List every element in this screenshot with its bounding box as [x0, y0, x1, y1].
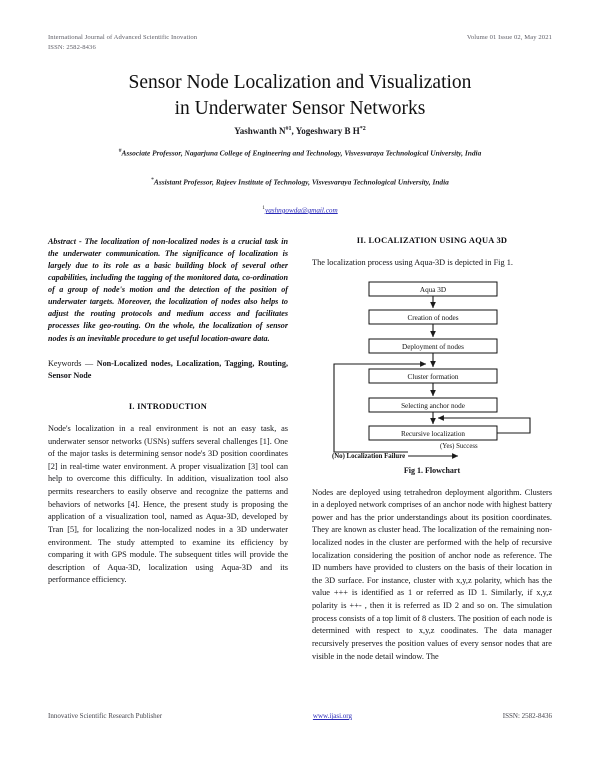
footer-publisher: Innovative Scientific Research Publisher	[48, 712, 163, 720]
flowchart-label-yes: (Yes) Success	[440, 443, 478, 450]
localization-intro-line: The localization process using Aqua-3D i…	[312, 258, 513, 267]
affiliation-1-text: Associate Professor, Nagarjuna College o…	[121, 148, 482, 158]
figure-flowchart: Aqua 3D Creation of nodes Deployment of …	[312, 280, 552, 462]
flowchart-label-2: Deployment of nodes	[402, 343, 464, 351]
flowchart-box-anchor: Selecting anchor node	[368, 397, 498, 413]
page-title: Sensor Node Localization and Visualizati…	[60, 70, 540, 122]
author-separator: ,	[291, 126, 296, 136]
flowchart-label-3: Cluster formation	[408, 373, 459, 381]
flowchart-box-creation: Creation of nodes	[368, 309, 498, 325]
affiliation-1: #Associate Professor, Nagarjuna College …	[90, 147, 510, 159]
flowchart-box-aqua3d: Aqua 3D	[368, 281, 498, 297]
author-2-name: Yogeshwary B H	[295, 126, 360, 136]
localization-paragraph: Nodes are deployed using tetrahedron dep…	[312, 487, 552, 661]
flowchart-box-cluster: Cluster formation	[368, 368, 498, 384]
section-heading-introduction: I. INTRODUCTION	[128, 402, 208, 412]
keywords-values: Non-Localized nodes, Localization, Taggi…	[48, 358, 289, 380]
email-marker: 1	[262, 205, 265, 211]
flowchart-box-deployment: Deployment of nodes	[368, 338, 498, 354]
flowchart-box-recursive: Recursive localization	[368, 425, 498, 441]
footer-website[interactable]: www.ijasi.org	[313, 712, 352, 720]
abstract-text: Abstract - The localization of non-local…	[48, 237, 288, 343]
flowchart-label-5: Recursive localization	[401, 430, 465, 438]
running-head: International Journal of Advanced Scient…	[48, 33, 552, 53]
affiliation-2: *Assistant Professor, Rajeev Institute o…	[90, 176, 510, 188]
affiliation-2-text: Assistant Professor, Rajeev Institute of…	[153, 177, 449, 187]
author-2-superscript: *2	[359, 126, 366, 132]
footer-website-link[interactable]: www.ijasi.org	[312, 712, 352, 720]
flowchart-loop-yes	[437, 414, 531, 434]
page-footer: Innovative Scientific Research Publisher…	[48, 712, 552, 720]
flowchart-loop-no	[333, 360, 427, 453]
introduction-paragraph: Node's localization in a real environmen…	[48, 424, 288, 585]
affiliation-2-marker: *	[151, 177, 154, 183]
header-issn: ISSN: 2582-8436	[48, 44, 96, 52]
running-head-left: International Journal of Advanced Scient…	[48, 33, 197, 53]
footer-issn: ISSN: 2582-8436	[502, 712, 552, 720]
flowchart-label-1: Creation of nodes	[407, 314, 458, 322]
affiliation-1-marker: #	[118, 148, 122, 154]
email-link[interactable]: yashngowda@gmail.com	[265, 206, 338, 215]
author-list: Yashwanth N#1, Yogeshwary B H*2	[80, 126, 520, 136]
keywords-block: Keywords — Non-Localized nodes, Localiza…	[48, 358, 288, 382]
flowchart-label-0: Aqua 3D	[420, 286, 446, 294]
flowchart-label-no: (No) Localization Failure	[332, 453, 405, 460]
right-column: II. LOCALIZATION USING AQUA 3D The local…	[312, 236, 552, 671]
section-heading-localization: II. LOCALIZATION USING AQUA 3D	[356, 236, 508, 245]
author-1-name: Yashwanth N	[234, 126, 286, 136]
left-column: Abstract - The localization of non-local…	[48, 236, 288, 595]
title-line-1: Sensor Node Localization and Visualizati…	[128, 72, 472, 93]
author-1-superscript: #1	[285, 126, 292, 132]
figure-caption: Fig 1. Flowchart	[403, 465, 461, 475]
flowchart-label-4: Selecting anchor node	[401, 402, 465, 410]
title-line-2: in Underwater Sensor Networks	[174, 97, 426, 119]
journal-name: International Journal of Advanced Scient…	[48, 34, 198, 41]
corresponding-email-line: 1yashngowda@gmail.com	[90, 205, 510, 214]
keywords-label: Keywords —	[48, 358, 94, 368]
volume-issue: Volume 01 Issue 02, May 2021	[466, 34, 552, 41]
flowchart-svg: Aqua 3D Creation of nodes Deployment of …	[332, 281, 531, 460]
